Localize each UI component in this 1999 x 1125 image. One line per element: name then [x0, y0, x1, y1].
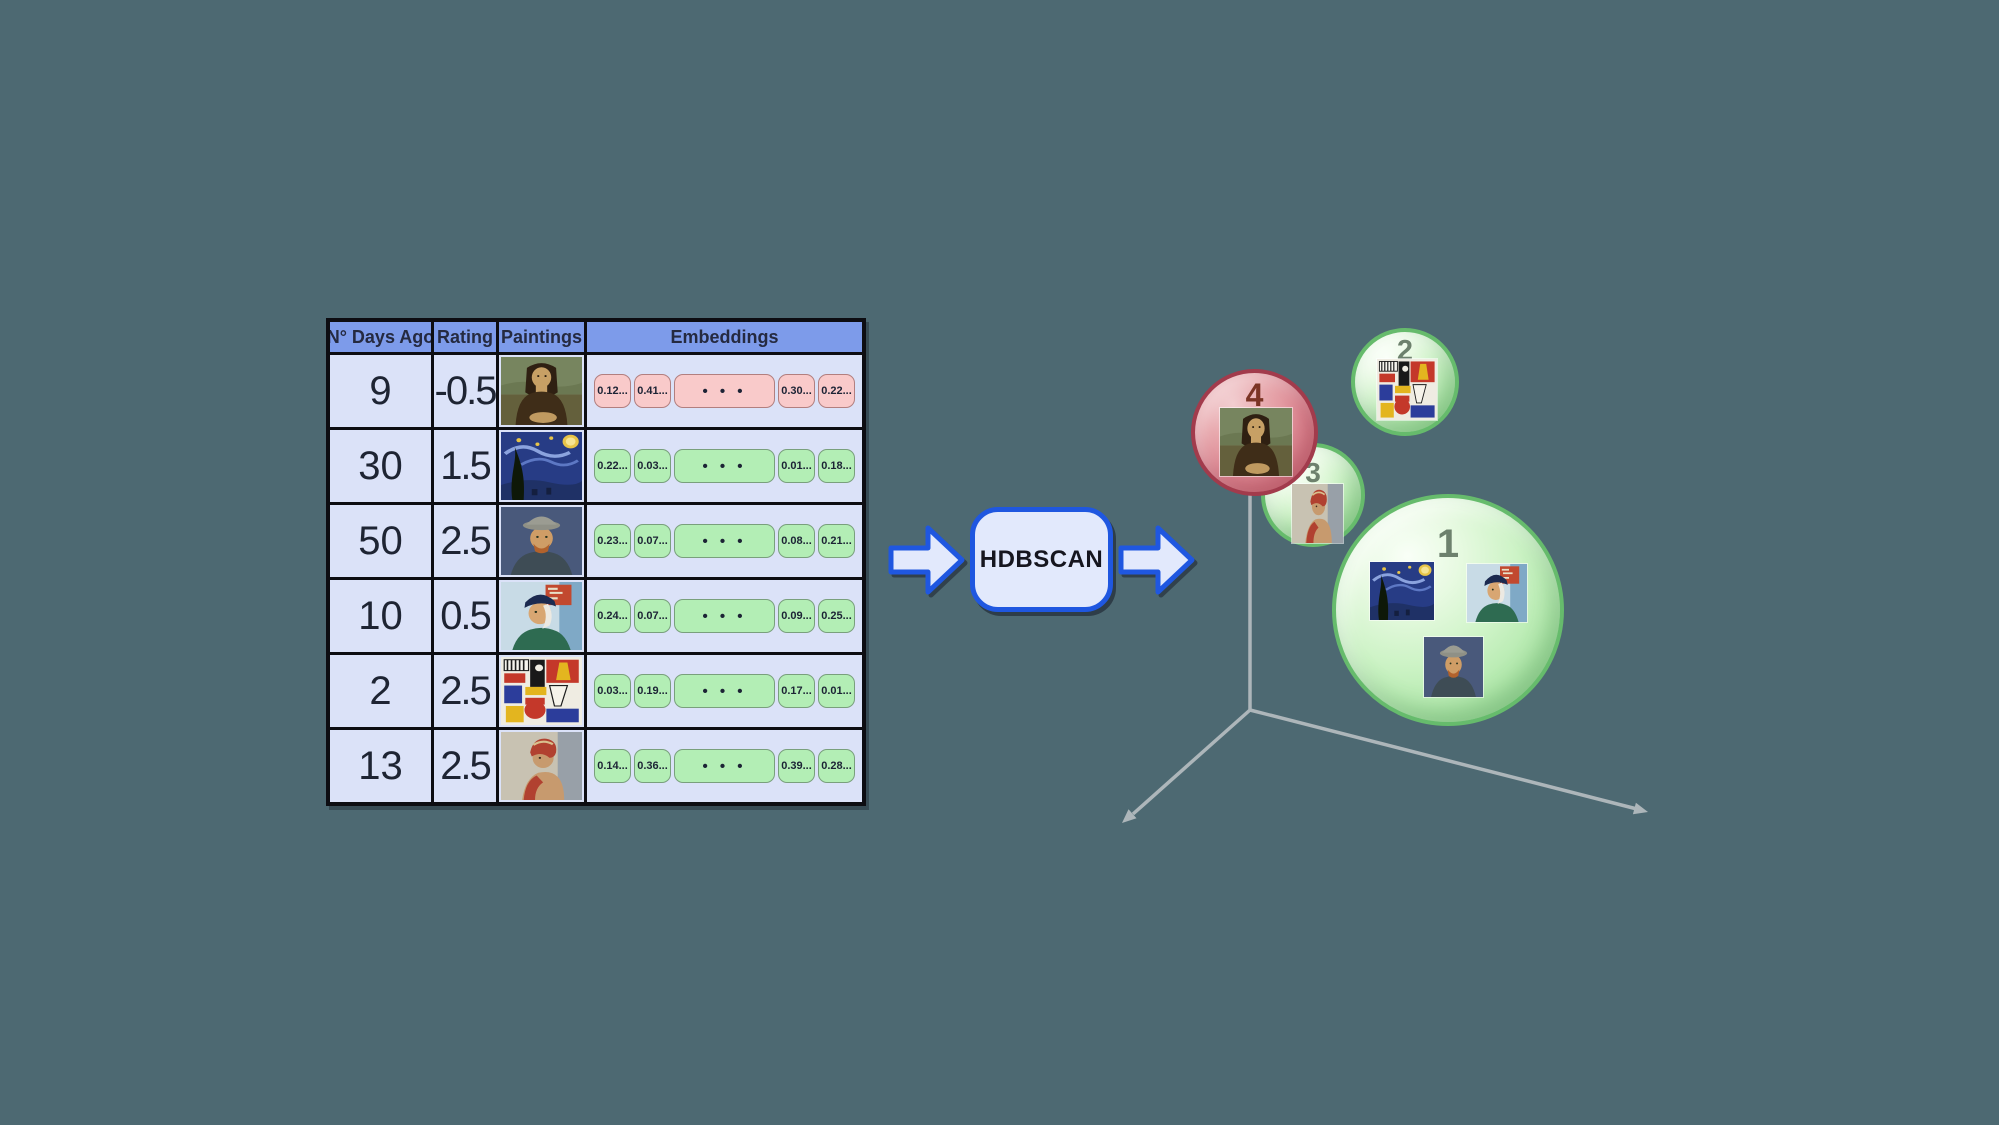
embedding-ellipsis: • • • — [674, 599, 775, 633]
embedding-value: 0.17... — [778, 674, 815, 708]
rating-value: 2.5 — [434, 655, 496, 727]
cluster-bubble-1: 1 — [1332, 494, 1564, 726]
embedding-vector: 0.14... 0.36... • • • 0.39... 0.28... — [587, 730, 862, 802]
days-ago-value: 30 — [330, 430, 431, 502]
embedding-value: 0.36... — [634, 749, 671, 783]
embedding-vector: 0.12... 0.41... • • • 0.30... 0.22... — [587, 355, 862, 427]
days-ago-value: 13 — [330, 730, 431, 802]
days-ago-value: 50 — [330, 505, 431, 577]
embedding-ellipsis: • • • — [674, 674, 775, 708]
x-axis-right — [1249, 708, 1636, 811]
days-ago-value: 9 — [330, 355, 431, 427]
embedding-value: 0.12... — [594, 374, 631, 408]
x-axis-right-arrowhead-icon — [1632, 802, 1648, 815]
embedding-value: 0.19... — [634, 674, 671, 708]
days-ago-value: 2 — [330, 655, 431, 727]
x-axis-left — [1131, 708, 1252, 816]
rating-value: 2.5 — [434, 505, 496, 577]
cluster-bubble-4: 4 — [1191, 369, 1318, 496]
mona-lisa-image — [1219, 407, 1293, 477]
embedding-value: 0.03... — [594, 674, 631, 708]
days-ago-value: 10 — [330, 580, 431, 652]
embedding-ellipsis: • • • — [674, 374, 775, 408]
embedding-vector: 0.23... 0.07... • • • 0.08... 0.21... — [587, 505, 862, 577]
embedding-ellipsis: • • • — [674, 749, 775, 783]
hdbscan-process-box: HDBSCAN — [970, 507, 1113, 612]
painting-thumbnail-grey-felt-hat — [499, 505, 584, 577]
painting-thumbnail-starry-night — [499, 430, 584, 502]
rating-value: 2.5 — [434, 730, 496, 802]
output-arrow-icon — [1118, 525, 1195, 595]
input-arrow-icon — [888, 525, 965, 595]
embedding-value: 0.39... — [778, 749, 815, 783]
cluster-label: 1 — [1436, 522, 1460, 566]
x-axis-left-arrowhead-icon — [1122, 809, 1137, 823]
cluster-label: 4 — [1245, 377, 1264, 413]
rating-value: 1.5 — [434, 430, 496, 502]
embedding-value: 0.07... — [634, 524, 671, 558]
painting-thumbnail-cubist — [499, 655, 584, 727]
embedding-value: 0.08... — [778, 524, 815, 558]
embedding-vector: 0.22... 0.03... • • • 0.01... 0.18... — [587, 430, 862, 502]
painting-thumbnail-turban — [499, 730, 584, 802]
embedding-value: 0.01... — [818, 674, 855, 708]
col-header-embeddings: Embeddings — [587, 322, 862, 352]
embedding-value: 0.28... — [818, 749, 855, 783]
embedding-value: 0.30... — [778, 374, 815, 408]
embedding-value: 0.18... — [818, 449, 855, 483]
paintings-table: N° Days Ago Rating Paintings Embeddings … — [326, 318, 866, 806]
col-header-rating: Rating — [434, 322, 496, 352]
embedding-value: 0.25... — [818, 599, 855, 633]
embedding-ellipsis: • • • — [674, 449, 775, 483]
cubist-image — [1376, 358, 1438, 421]
embedding-ellipsis: • • • — [674, 524, 775, 558]
col-header-days-ago: N° Days Ago — [330, 322, 431, 352]
col-header-paintings: Paintings — [499, 322, 584, 352]
painting-thumbnail-mona-lisa — [499, 355, 584, 427]
grey-felt-hat-image — [1423, 636, 1484, 698]
embedding-value: 0.24... — [594, 599, 631, 633]
embedding-value: 0.22... — [594, 449, 631, 483]
embedding-value: 0.07... — [634, 599, 671, 633]
rating-value: -0.5 — [434, 355, 496, 427]
starry-night-image — [1369, 561, 1435, 621]
embedding-value: 0.09... — [778, 599, 815, 633]
cluster-bubble-2: 2 — [1351, 328, 1459, 436]
bandaged-ear-image — [1466, 563, 1528, 623]
rating-value: 0.5 — [434, 580, 496, 652]
embedding-value: 0.14... — [594, 749, 631, 783]
embedding-value: 0.23... — [594, 524, 631, 558]
embedding-vector: 0.24... 0.07... • • • 0.09... 0.25... — [587, 580, 862, 652]
turban-image — [1291, 483, 1344, 544]
embedding-value: 0.21... — [818, 524, 855, 558]
embedding-value: 0.01... — [778, 449, 815, 483]
embedding-value: 0.41... — [634, 374, 671, 408]
embedding-value: 0.22... — [818, 374, 855, 408]
embedding-vector: 0.03... 0.19... • • • 0.17... 0.01... — [587, 655, 862, 727]
embedding-value: 0.03... — [634, 449, 671, 483]
painting-thumbnail-bandaged-ear — [499, 580, 584, 652]
